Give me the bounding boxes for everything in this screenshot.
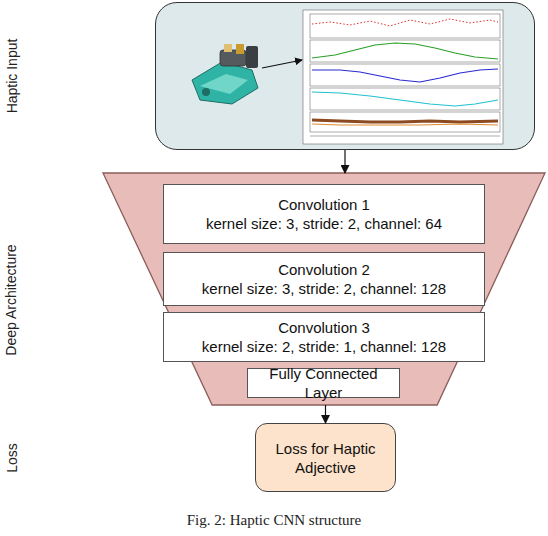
- layer-box: Convolution 2kernel size: 3, stride: 2, …: [163, 252, 485, 306]
- gripper-body: [192, 62, 258, 104]
- signal-plot: [303, 10, 503, 144]
- loss-box: LossLoss for Haptic Adjective: [255, 423, 396, 492]
- leader-arrow: [262, 60, 302, 68]
- plot-panel: [310, 112, 500, 132]
- row-heading: Loss: [4, 443, 20, 473]
- signal-trace: [312, 69, 498, 82]
- signal-trace: [312, 19, 498, 26]
- plot-frame: [303, 10, 503, 144]
- box-body: Fully Connected Layer: [248, 369, 399, 397]
- box-text: kernel size: 2, stride: 1, channel: 128: [202, 337, 446, 356]
- row-heading: Deep Architecture: [3, 244, 19, 355]
- box-text: kernel size: 3, stride: 2, channel: 128: [202, 279, 446, 298]
- robot-gripper: [192, 44, 258, 104]
- box-body: Loss for Haptic Adjective: [256, 424, 395, 491]
- gripper-finger: [246, 46, 258, 68]
- box-body: Convolution 2kernel size: 3, stride: 2, …: [164, 253, 484, 305]
- signal-trace: [312, 120, 498, 122]
- flow-arrow: [325, 405, 326, 423]
- gripper-highlight: [200, 74, 248, 94]
- signal-trace: [312, 92, 498, 106]
- plot-panel: [310, 64, 500, 86]
- plot-axis: [310, 136, 500, 137]
- signal-trace: [312, 124, 498, 125]
- architecture-trapezoid: Deep ArchitectureConvolution 1kernel siz…: [103, 173, 545, 405]
- signal-trace: [312, 43, 498, 59]
- box-body: Convolution 1kernel size: 3, stride: 2, …: [164, 185, 484, 243]
- box-body: Convolution 3kernel size: 2, stride: 1, …: [164, 313, 484, 361]
- layer-box: Convolution 1kernel size: 3, stride: 2, …: [163, 184, 485, 244]
- layer-box: Convolution 3kernel size: 2, stride: 1, …: [163, 312, 485, 362]
- box-text: kernel size: 3, stride: 2, channel: 64: [206, 214, 442, 233]
- box-text: Fully Connected Layer: [254, 364, 393, 402]
- figure-caption: Fig. 2: Haptic CNN structure: [0, 512, 548, 529]
- gripper-sensor: [224, 44, 232, 52]
- trapezoid-outline: [103, 173, 545, 405]
- flow-arrow: [344, 150, 345, 173]
- plot-panel: [310, 40, 500, 62]
- gripper-joint: [202, 88, 210, 96]
- box-text: Loss for Haptic Adjective: [262, 439, 389, 477]
- plot-panel: [310, 88, 500, 110]
- gripper-finger: [236, 44, 244, 54]
- input-panel: Haptic Input: [155, 2, 535, 150]
- plot-panel: [310, 14, 500, 38]
- gripper-motor: [220, 50, 246, 66]
- layer-title: Convolution 2: [278, 260, 370, 279]
- row-heading: Haptic Input: [4, 39, 20, 114]
- layer-box: Fully Connected Layer: [247, 368, 400, 398]
- layer-title: Convolution 3: [278, 318, 370, 337]
- layer-title: Convolution 1: [278, 195, 370, 214]
